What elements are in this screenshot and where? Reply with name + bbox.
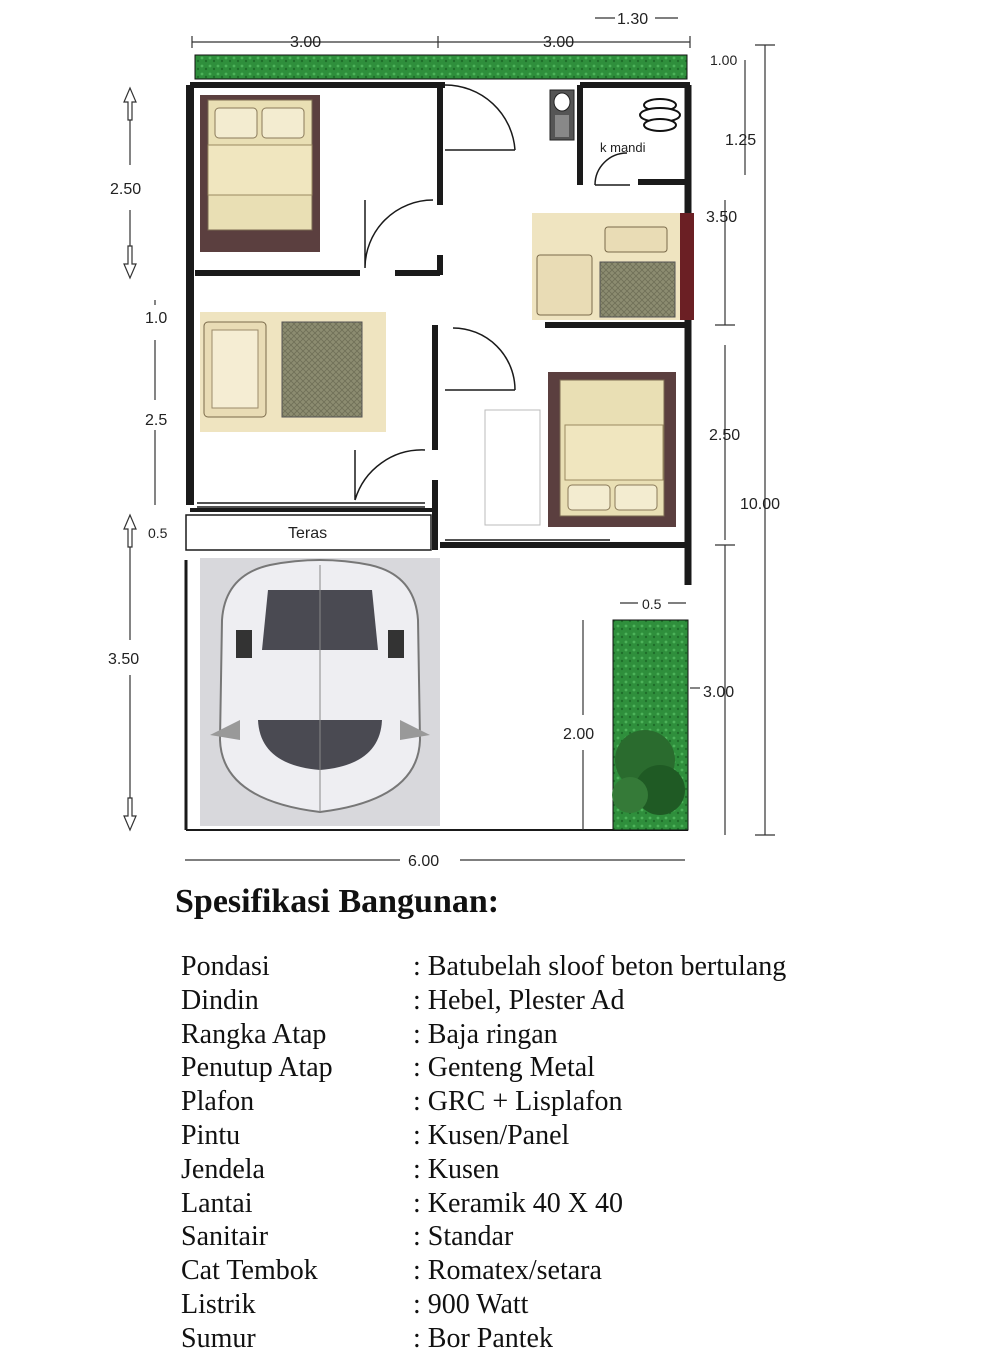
spec-row: Rangka Atap Baja ringan xyxy=(175,1018,975,1052)
spec-row: Cat Tembok Romatex/setara xyxy=(175,1254,975,1288)
spec-row: Penutup Atap Genteng Metal xyxy=(175,1051,975,1085)
spec-value: Genteng Metal xyxy=(413,1051,595,1085)
spec-label: Penutup Atap xyxy=(181,1052,333,1084)
spec-row: Pondasi Batubelah sloof beton bertulang xyxy=(175,950,975,984)
dim-right-4: 2.50 xyxy=(709,427,740,444)
spec-title: Spesifikasi Bangunan: xyxy=(175,883,500,920)
spec-value: Batubelah sloof beton bertulang xyxy=(413,950,786,984)
spec-row: Jendela Kusen xyxy=(175,1153,975,1187)
spec-label: Listrik xyxy=(181,1288,256,1320)
dim-left-1: 2.50 xyxy=(110,181,141,198)
dim-right-2: 1.25 xyxy=(725,132,756,149)
washbasin-icon xyxy=(639,98,681,132)
spec-row: Sanitair Standar xyxy=(175,1220,975,1254)
spec-value: GRC + Lisplafon xyxy=(413,1085,623,1119)
toilet-icon xyxy=(549,89,575,141)
dim-right-1: 1.00 xyxy=(710,52,737,68)
spec-label: Plafon xyxy=(181,1086,255,1118)
spec-label: Pintu xyxy=(181,1119,241,1151)
spec-label: Rangka Atap xyxy=(181,1018,327,1050)
dim-bottom: 6.00 xyxy=(408,853,439,870)
spec-value: Bor Pantek xyxy=(413,1322,553,1356)
spec-value: Kusen/Panel xyxy=(413,1119,570,1153)
front-garden-strip xyxy=(194,54,688,80)
spec-value: 900 Watt xyxy=(413,1288,529,1322)
bed-icon xyxy=(200,95,320,252)
dim-top-right: 3.00 xyxy=(543,34,574,51)
spec-row: Sumur Bor Pantek xyxy=(175,1322,975,1356)
terrace-area xyxy=(185,514,432,551)
dim-right-5: 3.00 xyxy=(703,684,734,701)
dim-garden-width: 0.5 xyxy=(642,596,662,612)
rug-icon xyxy=(281,321,363,418)
arrow-icon xyxy=(123,86,137,832)
car-icon xyxy=(200,558,440,826)
building-specification: Spesifikasi Bangunan: Pondasi Batubelah s… xyxy=(175,880,975,1356)
dim-left-2: 1.0 xyxy=(145,310,167,327)
spec-value: Kusen xyxy=(413,1153,500,1187)
spec-row: Listrik 900 Watt xyxy=(175,1288,975,1322)
dim-right-total: 10.00 xyxy=(740,496,780,513)
floor-plan: k mandi Teras xyxy=(108,11,780,870)
spec-label: Sumur xyxy=(181,1322,256,1354)
bed-icon xyxy=(548,372,676,527)
dim-left-3: 2.5 xyxy=(145,412,167,429)
dim-left-4: 0.5 xyxy=(148,525,168,541)
spec-label: Lantai xyxy=(181,1187,253,1219)
tree-icon xyxy=(612,730,685,815)
dim-top-extra: 1.30 xyxy=(617,11,648,28)
dim-top-left: 3.00 xyxy=(290,34,321,51)
windows xyxy=(197,502,610,541)
wardrobe-outline xyxy=(484,409,541,526)
spec-label: Dindin xyxy=(181,984,259,1016)
spec-label: Cat Tembok xyxy=(181,1255,318,1287)
doors xyxy=(354,84,630,501)
dim-inner-vertical: 2.00 xyxy=(563,726,594,743)
spec-row: Pintu Kusen/Panel xyxy=(175,1119,975,1153)
spec-value: Standar xyxy=(413,1220,514,1254)
living-furniture-icon xyxy=(532,213,694,320)
spec-row: Dindin Hebel, Plester Ad xyxy=(175,984,975,1018)
spec-label: Jendela xyxy=(181,1153,265,1185)
spec-label: Sanitair xyxy=(181,1221,269,1253)
dim-right-3: 3.50 xyxy=(706,209,737,226)
walls xyxy=(184,82,692,831)
spec-row: Lantai Keramik 40 X 40 xyxy=(175,1187,975,1221)
dim-left-5: 3.50 xyxy=(108,651,139,668)
bathroom-label: k mandi xyxy=(600,140,646,155)
spec-list: Pondasi Batubelah sloof beton bertulang D… xyxy=(175,950,975,1356)
spec-row: Plafon GRC + Lisplafon xyxy=(175,1085,975,1119)
spec-value: Hebel, Plester Ad xyxy=(413,984,625,1018)
spec-value: Romatex/setara xyxy=(413,1254,602,1288)
spec-value: Baja ringan xyxy=(413,1018,558,1052)
spec-label: Pondasi xyxy=(181,951,270,982)
spec-value: Keramik 40 X 40 xyxy=(413,1187,623,1221)
terrace-label: Teras xyxy=(288,525,327,542)
